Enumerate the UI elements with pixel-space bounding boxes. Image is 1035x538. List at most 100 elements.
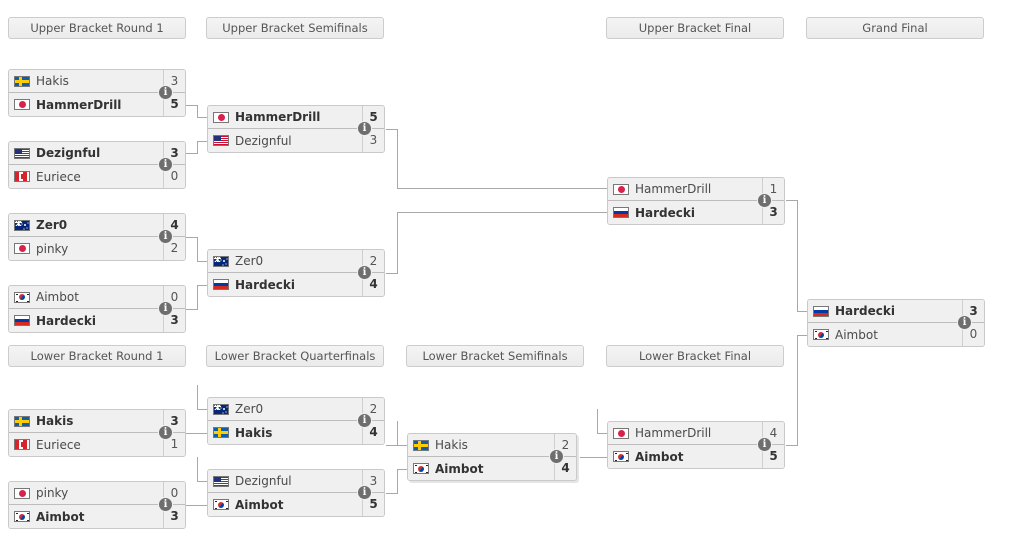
match-row-bottom[interactable]: Aimbot 0 [808, 323, 984, 346]
match-info-icon[interactable]: i [358, 486, 371, 499]
match-ubf-m1[interactable]: HammerDrill 1 Hardecki 3 i [607, 177, 785, 225]
match-lbqf-m2[interactable]: Dezignful 3 Aimbot 5 i [207, 469, 385, 517]
round-header-upper-bracket-final[interactable]: Upper Bracket Final [606, 17, 784, 39]
connector [797, 200, 798, 311]
match-info-icon[interactable]: i [159, 426, 172, 439]
player-name: Aimbot [36, 509, 85, 524]
player-score: 2 [362, 250, 384, 272]
match-info-icon[interactable]: i [159, 158, 172, 171]
match-row-bottom[interactable]: Aimbot 4 [408, 457, 576, 480]
match-row-top[interactable]: Dezignful 3 [208, 470, 384, 493]
flag-usa-icon [213, 475, 229, 487]
player-name: Aimbot [435, 461, 484, 476]
match-info-icon[interactable]: i [159, 86, 172, 99]
match-row-top[interactable]: HammerDrill 5 [208, 106, 384, 129]
match-row-bottom[interactable]: Euriece 0 [9, 165, 185, 188]
match-row-bottom[interactable]: Hardecki 4 [208, 273, 384, 296]
round-header-lower-bracket-round-1[interactable]: Lower Bracket Round 1 [8, 345, 186, 367]
match-row-bottom[interactable]: Aimbot 3 [9, 505, 185, 528]
match-row-bottom[interactable]: Hardecki 3 [608, 201, 784, 224]
player-name: HammerDrill [635, 182, 712, 196]
player-name: Euriece [36, 169, 81, 184]
connector [397, 188, 607, 189]
connector [597, 433, 607, 434]
connector [197, 141, 198, 153]
flag-australia-icon [213, 255, 229, 267]
match-info-icon[interactable]: i [358, 266, 371, 279]
match-info-icon[interactable]: i [159, 302, 172, 315]
player-score: 5 [362, 106, 384, 128]
match-row-top[interactable]: HammerDrill 4 [608, 422, 784, 445]
match-row-bottom[interactable]: HammerDrill 5 [9, 93, 185, 116]
match-lbr1-m2[interactable]: pinky 0 Aimbot 3 i [8, 481, 186, 529]
connector [186, 237, 198, 238]
match-lbsf-m1[interactable]: Hakis 2 Aimbot 4 i [407, 433, 577, 481]
connector [397, 212, 607, 213]
match-info-icon[interactable]: i [159, 498, 172, 511]
round-header-grand-final[interactable]: Grand Final [806, 17, 984, 39]
match-info-icon[interactable]: i [758, 438, 771, 451]
match-info-icon[interactable]: i [159, 230, 172, 243]
round-header-lower-bracket-final[interactable]: Lower Bracket Final [606, 345, 784, 367]
match-lbqf-m1[interactable]: Zer0 2 Hakis 4 i [207, 397, 385, 445]
connector [197, 261, 207, 262]
match-ubr1-m3[interactable]: Zer0 4 pinky 2 i [8, 213, 186, 261]
match-row-bottom[interactable]: Aimbot 5 [208, 493, 384, 516]
match-ubsf-m2[interactable]: Zer0 2 Hardecki 4 i [207, 249, 385, 297]
player-name: Hakis [36, 414, 74, 428]
match-row-top[interactable]: Hakis 3 [9, 70, 185, 93]
match-ubr1-m1[interactable]: Hakis 3 HammerDrill 5 i [8, 69, 186, 117]
match-info-icon[interactable]: i [758, 194, 771, 207]
match-grand-final[interactable]: Hardecki 3 Aimbot 0 i [807, 299, 985, 347]
player-name: HammerDrill [235, 110, 321, 124]
connector [186, 105, 198, 106]
match-row-top[interactable]: Zer0 2 [208, 398, 384, 421]
match-row-bottom[interactable]: Euriece 1 [9, 433, 185, 456]
match-ubsf-m1[interactable]: HammerDrill 5 Dezignful 3 i [207, 105, 385, 153]
match-info-icon[interactable]: i [358, 122, 371, 135]
match-lbf-m1[interactable]: HammerDrill 4 Aimbot 5 i [607, 421, 785, 469]
match-row-top[interactable]: Hakis 2 [408, 434, 576, 457]
round-header-lower-bracket-semifinals[interactable]: Lower Bracket Semifinals [406, 345, 584, 367]
player-name: Dezignful [235, 133, 292, 148]
flag-russia-icon [14, 315, 30, 326]
player-score: 0 [962, 323, 984, 346]
match-row-top[interactable]: Hardecki 3 [808, 300, 984, 323]
match-row-bottom[interactable]: pinky 2 [9, 237, 185, 260]
player-score: 1 [762, 178, 784, 200]
round-header-upper-bracket-round-1[interactable]: Upper Bracket Round 1 [8, 17, 186, 39]
player-name: Aimbot [635, 449, 684, 464]
match-row-top[interactable]: HammerDrill 1 [608, 178, 784, 201]
player-score: 3 [362, 129, 384, 152]
match-ubr1-m2[interactable]: Dezignful 3 Euriece 0 i [8, 141, 186, 189]
player-score: 2 [163, 237, 185, 260]
match-row-top[interactable]: pinky 0 [9, 482, 185, 505]
match-info-icon[interactable]: i [358, 414, 371, 427]
flag-japan-icon [613, 427, 629, 439]
match-row-bottom[interactable]: Aimbot 5 [608, 445, 784, 468]
match-info-icon[interactable]: i [958, 316, 971, 329]
match-row-top[interactable]: Zer0 2 [208, 250, 384, 273]
player-name: Hardecki [36, 313, 96, 328]
player-name: pinky [36, 241, 69, 256]
match-row-bottom[interactable]: Hakis 4 [208, 421, 384, 444]
player-name: Hakis [435, 438, 468, 452]
connector [197, 285, 207, 286]
round-header-upper-bracket-semifinals[interactable]: Upper Bracket Semifinals [206, 17, 384, 39]
connector [786, 200, 798, 201]
match-row-bottom[interactable]: Hardecki 3 [9, 309, 185, 332]
connector [386, 445, 407, 446]
match-row-top[interactable]: Aimbot 0 [9, 286, 185, 309]
flag-canada-icon [14, 439, 30, 450]
match-row-bottom[interactable]: Dezignful 3 [208, 129, 384, 152]
match-row-top[interactable]: Hakis 3 [9, 410, 185, 433]
match-ubr1-m4[interactable]: Aimbot 0 Hardecki 3 i [8, 285, 186, 333]
flag-sweden-icon [14, 75, 30, 87]
round-header-lower-bracket-quarterfinals[interactable]: Lower Bracket Quarterfinals [206, 345, 384, 367]
player-score: 3 [362, 470, 384, 492]
match-lbr1-m1[interactable]: Hakis 3 Euriece 1 i [8, 409, 186, 457]
match-info-icon[interactable]: i [550, 450, 563, 463]
flag-south-korea-icon [613, 451, 629, 462]
match-row-top[interactable]: Zer0 4 [9, 214, 185, 237]
match-row-top[interactable]: Dezignful 3 [9, 142, 185, 165]
